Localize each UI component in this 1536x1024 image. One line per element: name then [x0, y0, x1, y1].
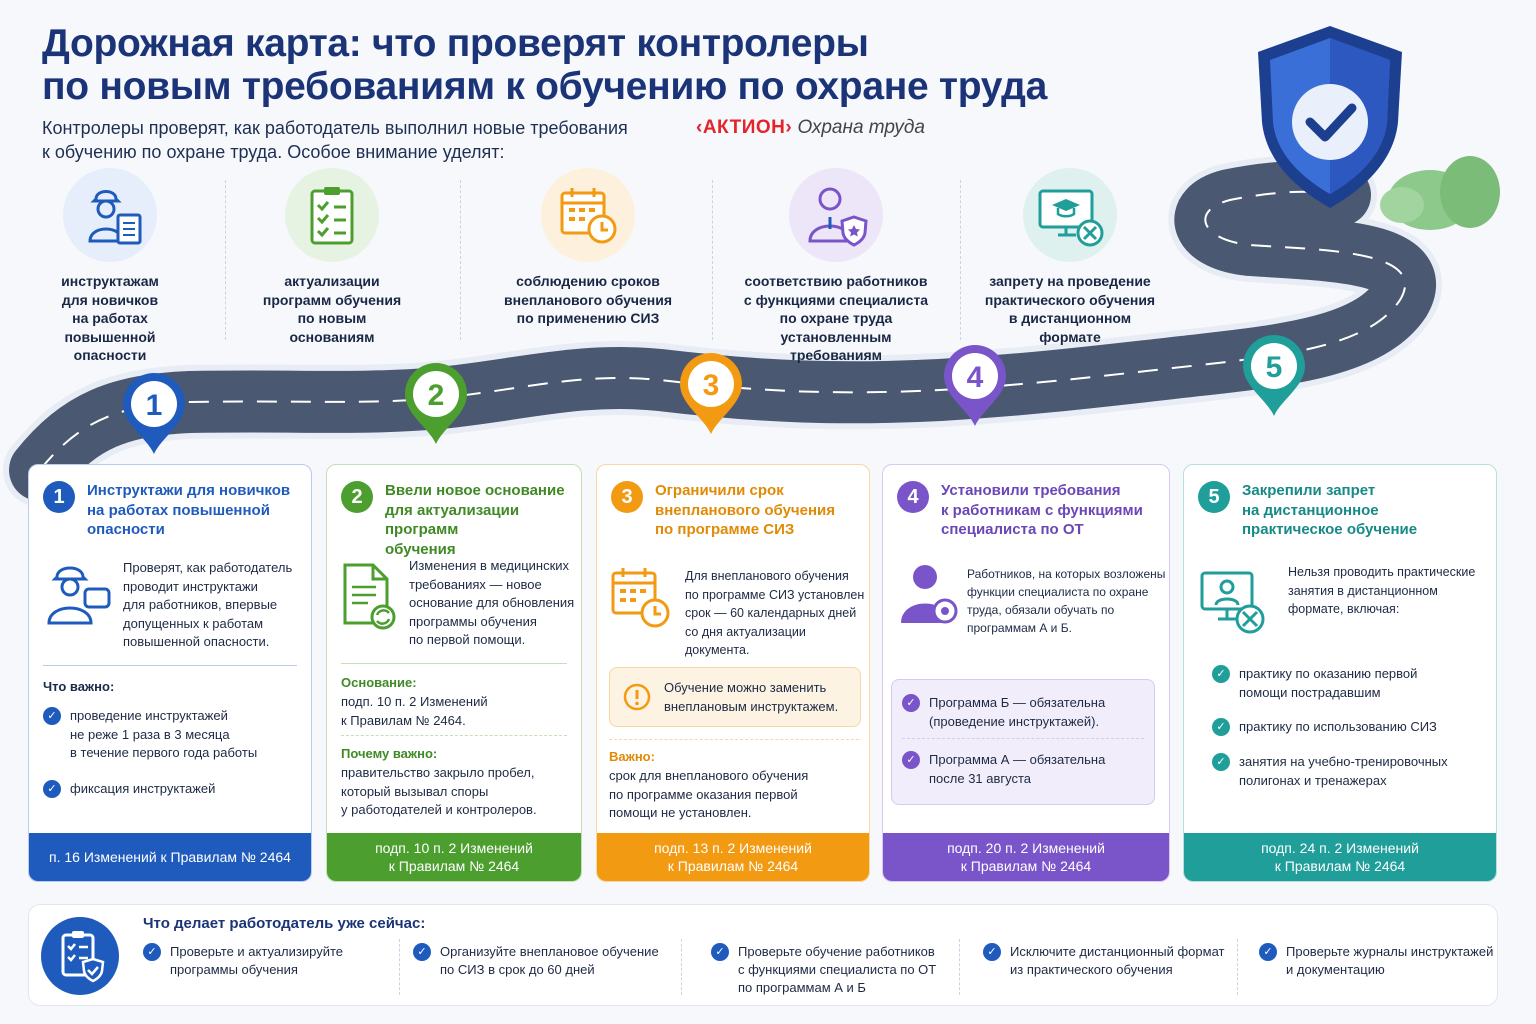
svg-text:1: 1: [146, 389, 163, 422]
divider: [959, 939, 960, 995]
calendar-clock-icon: [611, 568, 670, 628]
pin-marker-2: 2: [405, 363, 467, 444]
specialist-shield-icon: [789, 168, 883, 262]
brand-logo: ‹АКТИОН› Охрана труда: [696, 117, 925, 138]
divider: [399, 939, 400, 995]
remote-training-ban-icon: [1023, 168, 1117, 262]
check-icon: ✓: [1212, 753, 1230, 771]
svg-text:4: 4: [967, 361, 984, 394]
check-icon: ✓: [902, 751, 920, 769]
check-icon: ✓: [711, 943, 729, 961]
check-icon: ✓: [413, 943, 431, 961]
shield-check-icon: [1258, 26, 1402, 208]
specialist-gear-icon: [901, 565, 958, 624]
svg-text:3: 3: [703, 369, 720, 402]
divider: [1237, 939, 1238, 995]
clipboard-checklist-icon: [285, 168, 379, 262]
card-1-reference: п. 16 Изменений к Правилам № 2464: [29, 833, 311, 881]
employer-actions-panel: Что делает работодатель уже сейчас: ✓Про…: [28, 904, 1498, 1006]
divider: [225, 180, 226, 340]
page-subtitle: Контролеры проверят, как работодатель вы…: [42, 118, 628, 162]
divider: [902, 738, 1144, 739]
document-refresh-icon: [343, 563, 396, 630]
divider: [341, 663, 567, 664]
divider: [341, 735, 567, 736]
divider: [681, 939, 682, 995]
bush-illustration: [1380, 156, 1500, 230]
check-icon: ✓: [143, 943, 161, 961]
svg-text:5: 5: [1266, 351, 1283, 384]
worker-checklist-icon: [63, 168, 157, 262]
check-icon: ✓: [43, 707, 61, 725]
pin-marker-5: 5: [1243, 335, 1305, 416]
programs-box: ✓Программа Б — обязательна(проведение ин…: [891, 679, 1155, 805]
check-icon: ✓: [1212, 718, 1230, 736]
check-icon: ✓: [902, 694, 920, 712]
remote-training-ban-icon: [1200, 571, 1265, 634]
calendar-clock-icon: [541, 168, 635, 262]
divider: [712, 180, 713, 340]
divider: [43, 665, 297, 666]
pin-marker-3: 3: [680, 353, 742, 434]
clipboard-shield-icon: [41, 917, 119, 995]
worker-message-icon: [47, 566, 111, 625]
pin-marker-4: 4: [944, 345, 1006, 426]
divider: [960, 180, 961, 340]
divider: [460, 180, 461, 340]
check-icon: ✓: [1212, 665, 1230, 683]
check-icon: ✓: [1259, 943, 1277, 961]
pin-marker-1: 1: [123, 373, 185, 454]
warning-icon: [623, 683, 651, 711]
check-icon: ✓: [983, 943, 1001, 961]
svg-text:2: 2: [428, 379, 445, 412]
divider: [609, 739, 859, 740]
panel-title: Что делает работодатель уже сейчас:: [143, 915, 426, 932]
check-icon: ✓: [43, 780, 61, 798]
